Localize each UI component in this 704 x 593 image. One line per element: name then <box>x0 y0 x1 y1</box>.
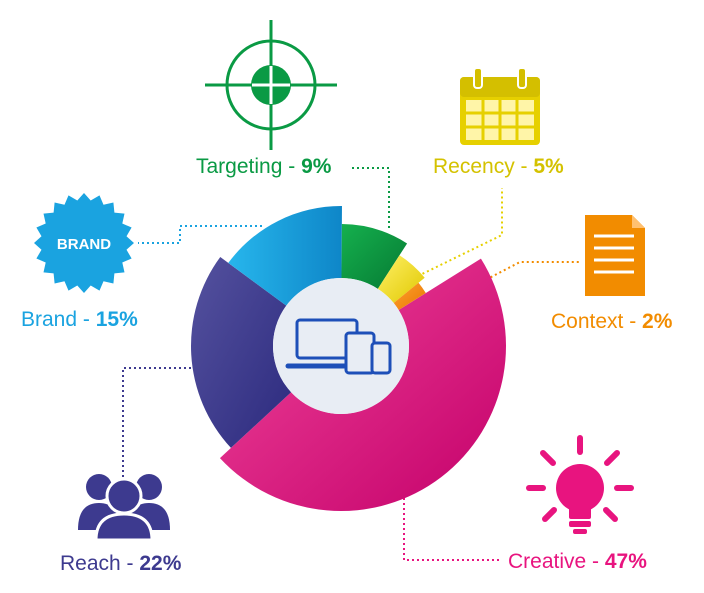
calendar-icon <box>460 67 540 145</box>
label-targeting: Targeting - 9% <box>196 156 331 177</box>
slice-brand <box>228 206 342 306</box>
document-icon <box>585 215 645 296</box>
label-separator: - <box>586 550 605 573</box>
label-name: Targeting <box>196 155 283 178</box>
label-name: Recency <box>433 155 515 178</box>
label-value: 47% <box>604 550 647 573</box>
label-value: 22% <box>139 552 182 575</box>
label-separator: - <box>282 155 302 178</box>
label-recency: Recency - 5% <box>433 156 564 177</box>
crosshair-icon <box>205 20 337 150</box>
brand-badge-icon: BRAND <box>34 193 134 293</box>
label-separator: - <box>623 310 643 333</box>
label-separator: - <box>77 308 96 331</box>
slice-targeting <box>341 224 408 289</box>
center-hub <box>273 278 409 414</box>
label-separator: - <box>120 552 140 575</box>
label-separator: - <box>514 155 534 178</box>
people-icon <box>78 474 170 542</box>
slice-creative <box>219 258 506 511</box>
connector-targeting <box>350 167 390 228</box>
slice-recency <box>377 255 425 304</box>
slice-reach <box>190 256 292 448</box>
connector-recency <box>417 188 503 277</box>
label-name: Reach <box>60 552 121 575</box>
label-context: Context - 2% <box>551 311 672 332</box>
label-value: 9% <box>301 155 332 178</box>
label-name: Context <box>551 310 624 333</box>
brand-badge-text: BRAND <box>57 236 111 253</box>
connector-creative <box>403 468 502 561</box>
devices-icon <box>285 318 392 375</box>
slice-context <box>393 282 426 310</box>
slices <box>190 206 506 511</box>
label-value: 5% <box>533 155 564 178</box>
label-name: Creative <box>508 550 587 573</box>
label-creative: Creative - 47% <box>508 551 647 572</box>
connector-reach <box>122 367 196 478</box>
lightbulb-icon <box>526 435 634 534</box>
label-value: 2% <box>642 310 673 333</box>
label-brand: Brand - 15% <box>21 309 138 330</box>
label-value: 15% <box>95 308 138 331</box>
connector-brand <box>138 225 262 244</box>
label-name: Brand <box>21 308 78 331</box>
label-reach: Reach - 22% <box>60 553 181 574</box>
